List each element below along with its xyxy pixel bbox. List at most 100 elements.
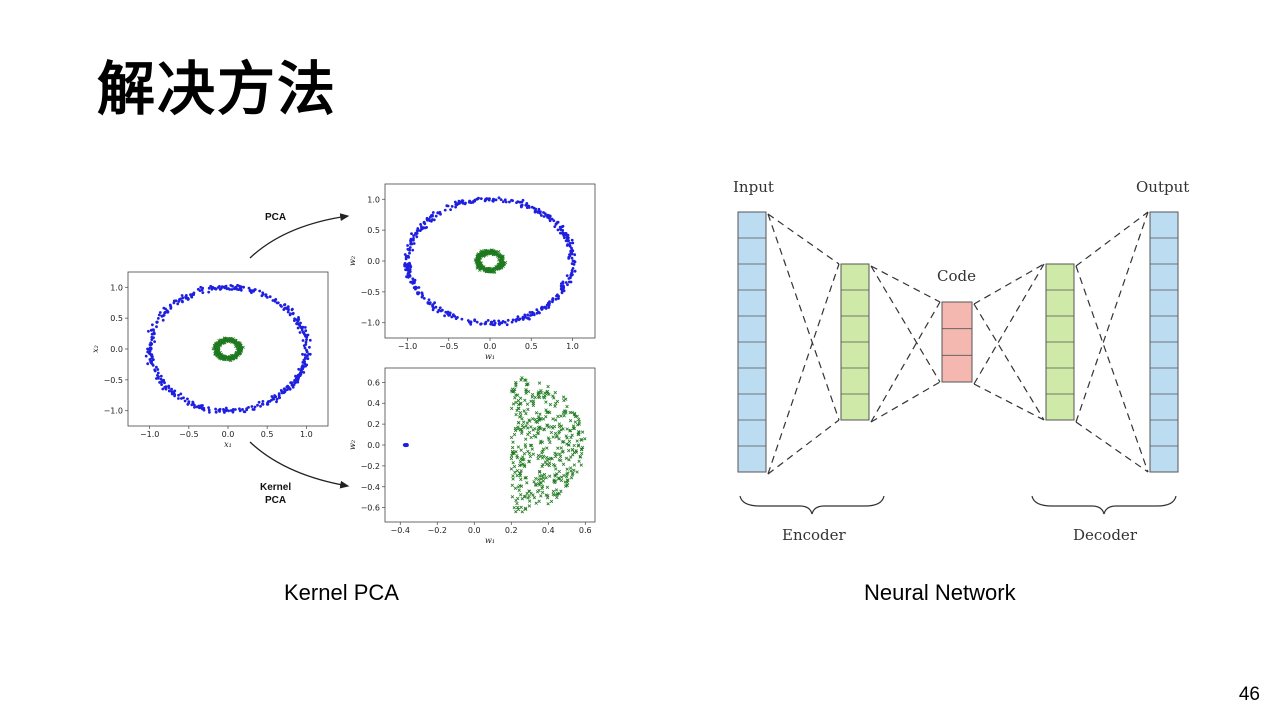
data-point-outer [301, 339, 305, 342]
data-point-inner [557, 477, 561, 481]
data-point-outer [289, 312, 292, 316]
data-point-inner [524, 411, 528, 416]
data-point-outer [301, 352, 304, 356]
connection-line [973, 383, 1045, 421]
data-point-outer [216, 286, 220, 289]
data-point-outer [227, 287, 230, 290]
data-point-inner [537, 499, 541, 503]
data-point-inner [234, 352, 239, 356]
data-point-inner [546, 436, 551, 440]
data-point-outer [407, 255, 411, 259]
data-point-outer [183, 399, 187, 403]
x-tick-label: 0.4 [542, 526, 555, 535]
data-point-outer [301, 367, 305, 370]
page-number: 46 [1238, 684, 1260, 705]
data-point-outer [298, 324, 302, 327]
data-point-outer [170, 387, 173, 391]
data-point-outer [218, 288, 222, 291]
data-point-outer [570, 238, 574, 242]
data-point-outer [408, 251, 411, 255]
data-point-outer [253, 405, 257, 409]
data-point-outer [153, 369, 157, 373]
data-point-outer [519, 204, 523, 207]
connection-line [1075, 211, 1149, 267]
data-point-inner [520, 376, 524, 380]
data-point-outer [540, 214, 543, 217]
data-point-outer [214, 410, 218, 414]
data-point-inner [559, 478, 564, 483]
connection-line [870, 265, 941, 303]
data-point-inner [553, 431, 558, 436]
data-point-inner [519, 427, 523, 431]
data-point-inner [534, 476, 538, 481]
data-point-outer [534, 207, 538, 211]
data-point-inner [511, 477, 515, 481]
data-point-outer [265, 296, 269, 299]
data-point-inner [571, 424, 576, 428]
data-point-inner [511, 474, 515, 478]
data-point-outer [570, 270, 574, 274]
data-point-inner [540, 464, 544, 469]
code-label: Code [937, 267, 976, 285]
data-point-inner [577, 420, 581, 424]
data-point-inner [531, 452, 535, 456]
data-point-outer [564, 233, 568, 237]
data-point-inner [518, 474, 522, 478]
data-point-outer [468, 199, 471, 203]
data-point-outer [431, 305, 435, 308]
data-point-outer [301, 331, 305, 334]
data-point-outer [573, 260, 577, 264]
data-point-outer [286, 388, 289, 391]
data-point-inner [533, 417, 538, 422]
data-point-outer [152, 331, 156, 334]
data-point-outer [559, 284, 563, 288]
data-point-inner [527, 459, 531, 463]
data-point-outer [510, 198, 513, 202]
data-point-outer [261, 291, 265, 295]
data-point-outer [446, 204, 450, 208]
data-point-inner [513, 396, 517, 400]
autoencoder-connections [767, 211, 1149, 475]
data-point-inner [510, 495, 515, 499]
data-point-outer [169, 304, 172, 308]
data-point-inner [566, 478, 570, 482]
data-point-outer [535, 311, 539, 315]
data-point-outer [497, 196, 501, 200]
data-point-inner [487, 269, 491, 273]
data-point-inner [564, 456, 569, 460]
data-point-inner [497, 253, 501, 257]
data-point-inner [483, 248, 487, 253]
data-point-outer [412, 237, 415, 240]
data-point-outer [568, 241, 572, 245]
data-point-outer [437, 308, 441, 312]
data-point-outer [559, 231, 562, 235]
data-point-inner [530, 392, 535, 397]
data-point-inner [551, 489, 556, 494]
y-axis-label: w₂ [348, 440, 357, 450]
data-point-outer [405, 265, 409, 268]
data-point-outer [159, 374, 163, 378]
data-point-outer [565, 274, 569, 277]
data-point-inner [544, 415, 548, 419]
data-point-inner [475, 261, 480, 265]
data-point-outer [298, 373, 302, 377]
data-point-outer [283, 303, 286, 307]
data-point-inner [536, 415, 541, 419]
data-point-outer [422, 297, 426, 300]
data-point-inner [551, 463, 556, 467]
kernel-pca-caption: Kernel PCA [284, 580, 399, 605]
data-point-outer [568, 254, 572, 258]
data-point-inner [514, 412, 518, 417]
data-point-inner [498, 262, 502, 266]
data-point-outer [304, 356, 307, 359]
data-point-outer [186, 397, 189, 401]
x-tick-label: 1.0 [566, 342, 579, 351]
data-point-inner [519, 413, 523, 418]
data-point-outer [453, 200, 457, 204]
data-point-outer [477, 196, 480, 200]
data-point-inner [570, 448, 575, 452]
data-point-outer [222, 408, 225, 411]
data-point-outer [567, 257, 571, 260]
data-point-outer [550, 217, 554, 221]
data-point-inner [497, 254, 501, 258]
